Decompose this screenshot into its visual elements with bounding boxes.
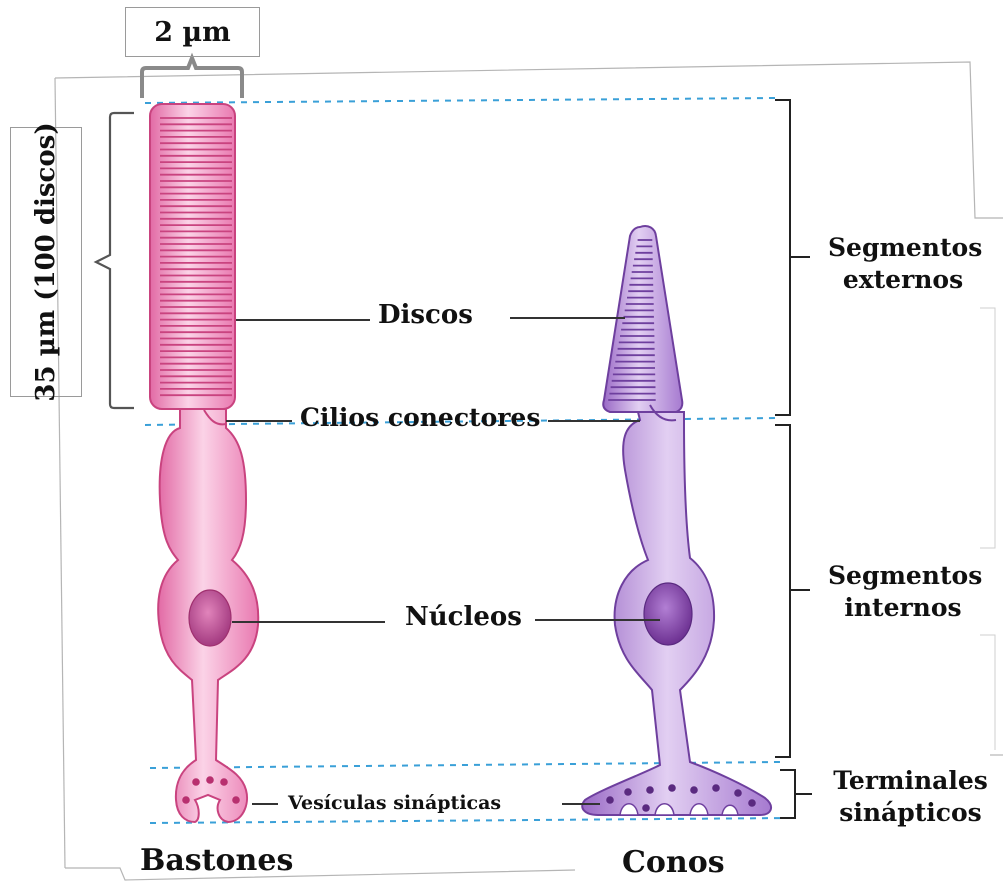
cone-vesicle (712, 784, 720, 792)
label-segmentos-internos-1: Segmentos (828, 560, 978, 592)
cone-outer-segment (603, 226, 682, 412)
cone-vesicle (606, 796, 614, 804)
length-bracket (96, 113, 134, 408)
cone-vesicle (624, 788, 632, 796)
label-discos: Discos (378, 300, 473, 330)
label-cilios-conectores: Cilios conectores (300, 403, 540, 432)
rod-vesicle (206, 776, 214, 784)
length-measure-label: 35 µm (100 discos) (31, 122, 61, 401)
length-measure-box: 35 µm (100 discos) (10, 127, 82, 397)
label-segmentos-externos-2: externos (828, 264, 978, 296)
rod-vesicle (220, 778, 228, 786)
caption-bastones: Bastones (140, 843, 293, 878)
rod-vesicle (232, 796, 240, 804)
label-segmentos-internos-2: internos (828, 592, 978, 624)
cone-vesicle (690, 786, 698, 794)
label-terminales-sinapticos-2: sinápticos (828, 797, 993, 829)
cone-nucleus (644, 583, 692, 645)
frame-notch-2 (980, 635, 995, 750)
segment-brackets (775, 100, 812, 818)
cone-vesicle (748, 799, 756, 807)
cone-vesicle (734, 789, 742, 797)
label-terminales-sinapticos-1: Terminales (828, 765, 993, 797)
label-segmentos-externos-1: Segmentos (828, 232, 978, 264)
label-segmentos-externos: Segmentos externos (828, 232, 978, 296)
label-vesiculas-sinapticas: Vesículas sinápticas (288, 792, 501, 814)
width-bracket (142, 58, 242, 98)
width-measure-box: 2 µm (125, 7, 260, 57)
frame-notch-1 (980, 308, 995, 548)
width-measure-label: 2 µm (154, 17, 231, 48)
label-terminales-sinapticos: Terminales sinápticos (828, 765, 993, 829)
rod-nucleus (189, 590, 231, 646)
label-nucleos: Núcleos (405, 602, 522, 632)
rod-vesicle (192, 778, 200, 786)
caption-conos: Conos (622, 845, 725, 880)
cone-vesicle (642, 804, 650, 812)
rod-cell (150, 104, 258, 822)
rod-vesicle (182, 796, 190, 804)
cone-cell (582, 226, 771, 815)
cone-vesicle (668, 784, 676, 792)
label-segmentos-internos: Segmentos internos (828, 560, 978, 624)
cone-vesicle (646, 786, 654, 794)
leader-lines (226, 318, 660, 804)
